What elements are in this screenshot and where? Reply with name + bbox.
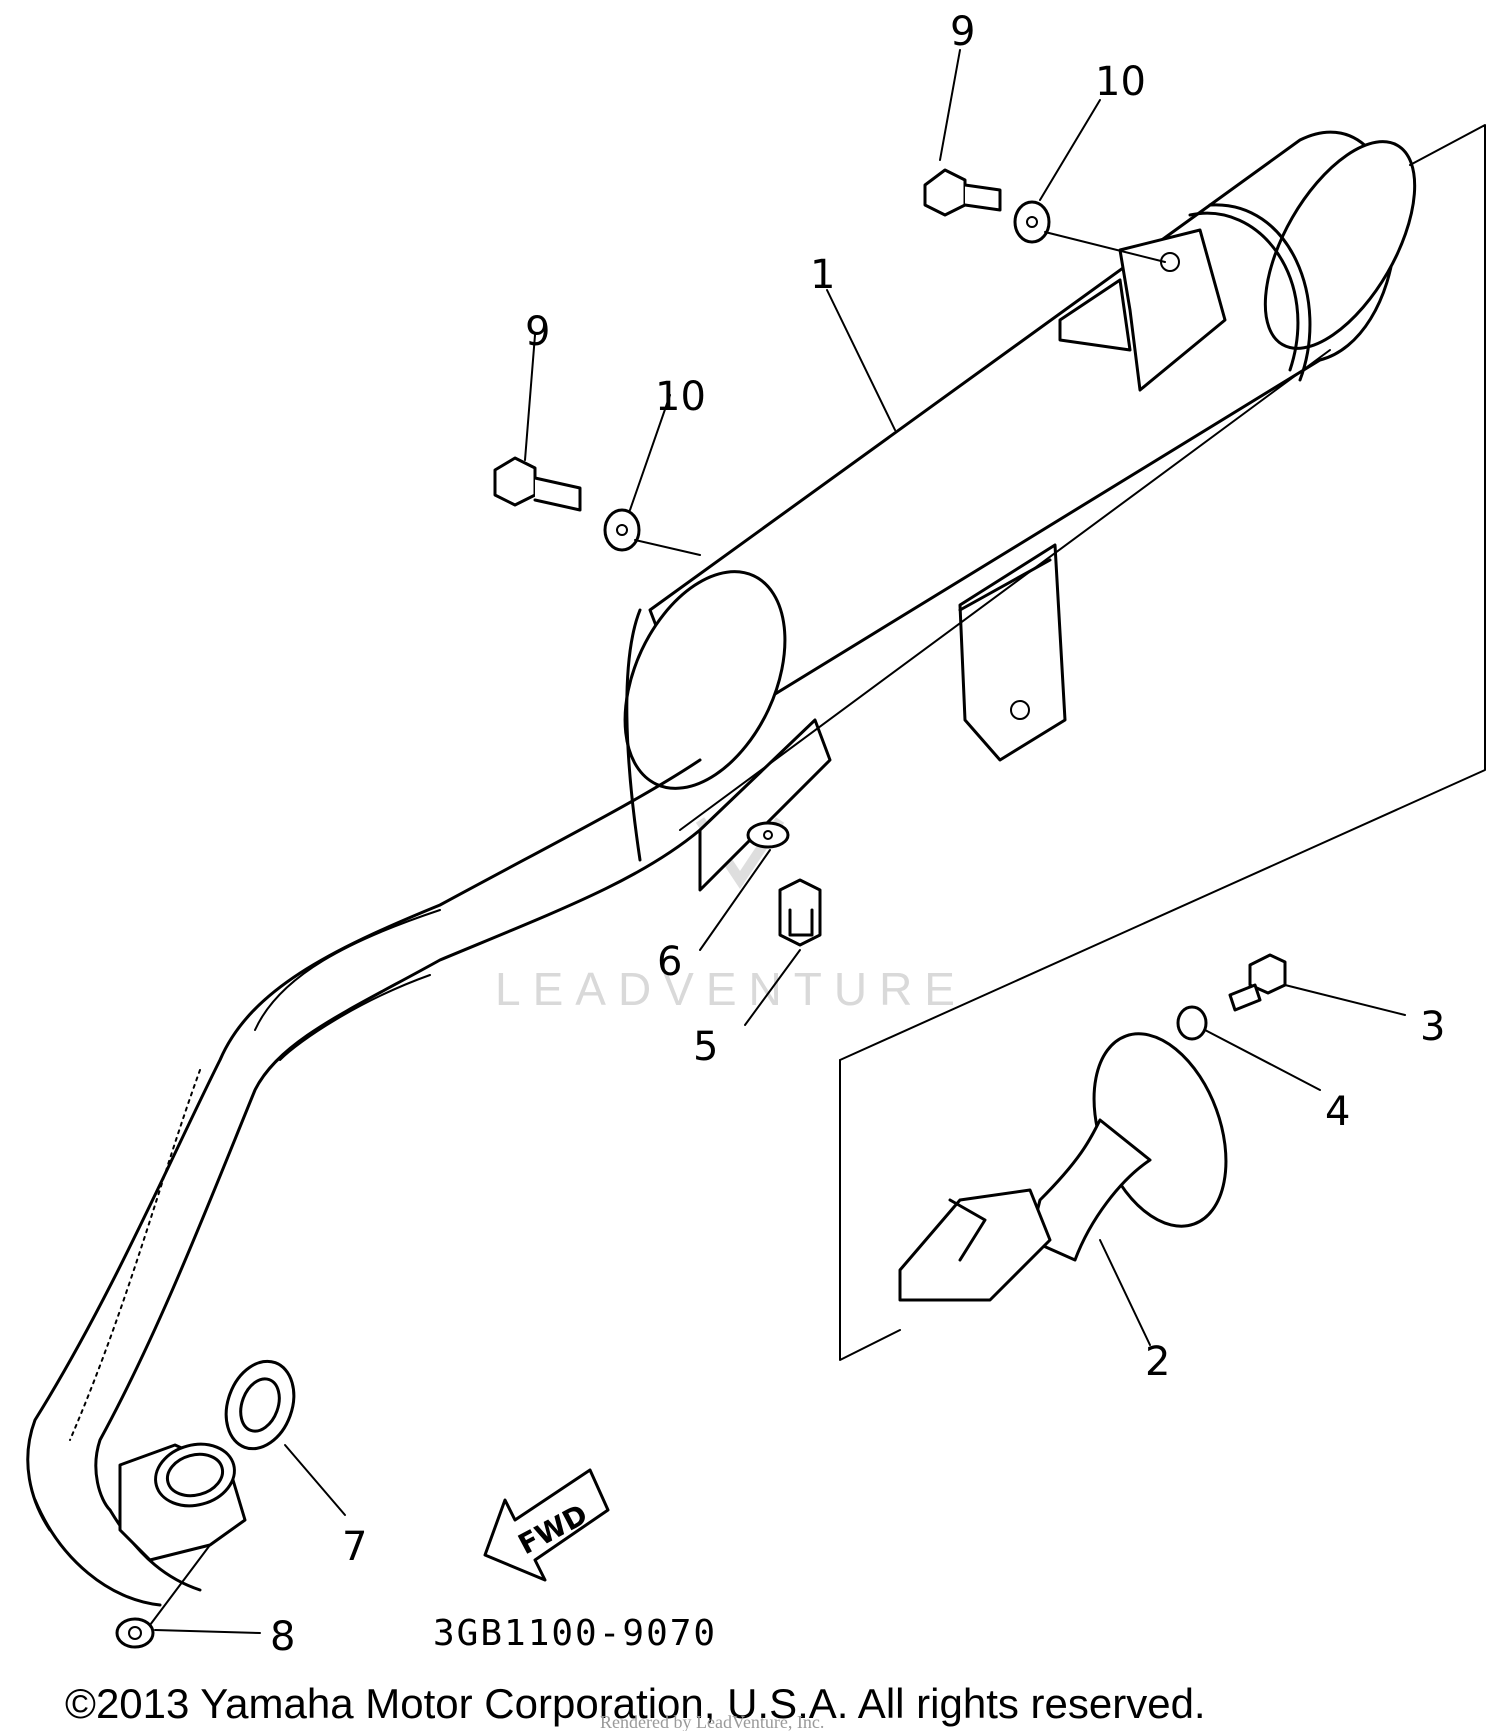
bolt-3: [1228, 953, 1287, 1012]
callout-6: 6: [657, 939, 682, 985]
callout-5: 5: [693, 1024, 718, 1070]
washer-10-lower: [603, 508, 641, 552]
bolt-9-upper: [923, 168, 1002, 217]
leader-washer-lower: [634, 539, 701, 556]
muffler-body: [623, 130, 1417, 892]
callout-7: 7: [342, 1524, 367, 1570]
callout-8: 8: [270, 1614, 295, 1660]
diagram-code: 3GB1100-9070: [433, 1613, 717, 1654]
callout-9-upper: 9: [950, 9, 975, 55]
leader-lines: [149, 49, 1406, 1634]
bolt-5: [778, 878, 822, 947]
callout-10-upper: 10: [1095, 59, 1146, 105]
spark-arrester-box: [839, 124, 1486, 1361]
bolt-9-lower: [493, 456, 582, 512]
washer-6: [746, 821, 790, 849]
callout-1: 1: [810, 252, 835, 298]
callout-9-lower: 9: [525, 309, 550, 355]
watermark-text: LEADVENTURE: [495, 963, 967, 1015]
leader-washer-upper: [1044, 231, 1166, 263]
rendered-by-text: Rendered by LeadVenture, Inc.: [600, 1712, 824, 1731]
washer-10-upper: [1013, 200, 1051, 244]
header-pipe: [26, 758, 702, 1607]
spark-arrester-2: [898, 1032, 1228, 1302]
callout-3: 3: [1420, 1004, 1445, 1050]
callout-4: 4: [1325, 1089, 1350, 1135]
washer-4: [1176, 1005, 1208, 1041]
callout-2: 2: [1145, 1339, 1170, 1385]
copyright-text: ©2013 Yamaha Motor Corporation, U.S.A. A…: [65, 1680, 1206, 1727]
nut-8: [115, 1617, 155, 1649]
callout-labels: 1 2 3 4 5 6 7 8 9 10 9 10: [270, 9, 1445, 1660]
gasket-7: [224, 1359, 296, 1451]
fwd-arrow: FWD: [483, 1468, 610, 1582]
callout-10-lower: 10: [655, 374, 706, 420]
